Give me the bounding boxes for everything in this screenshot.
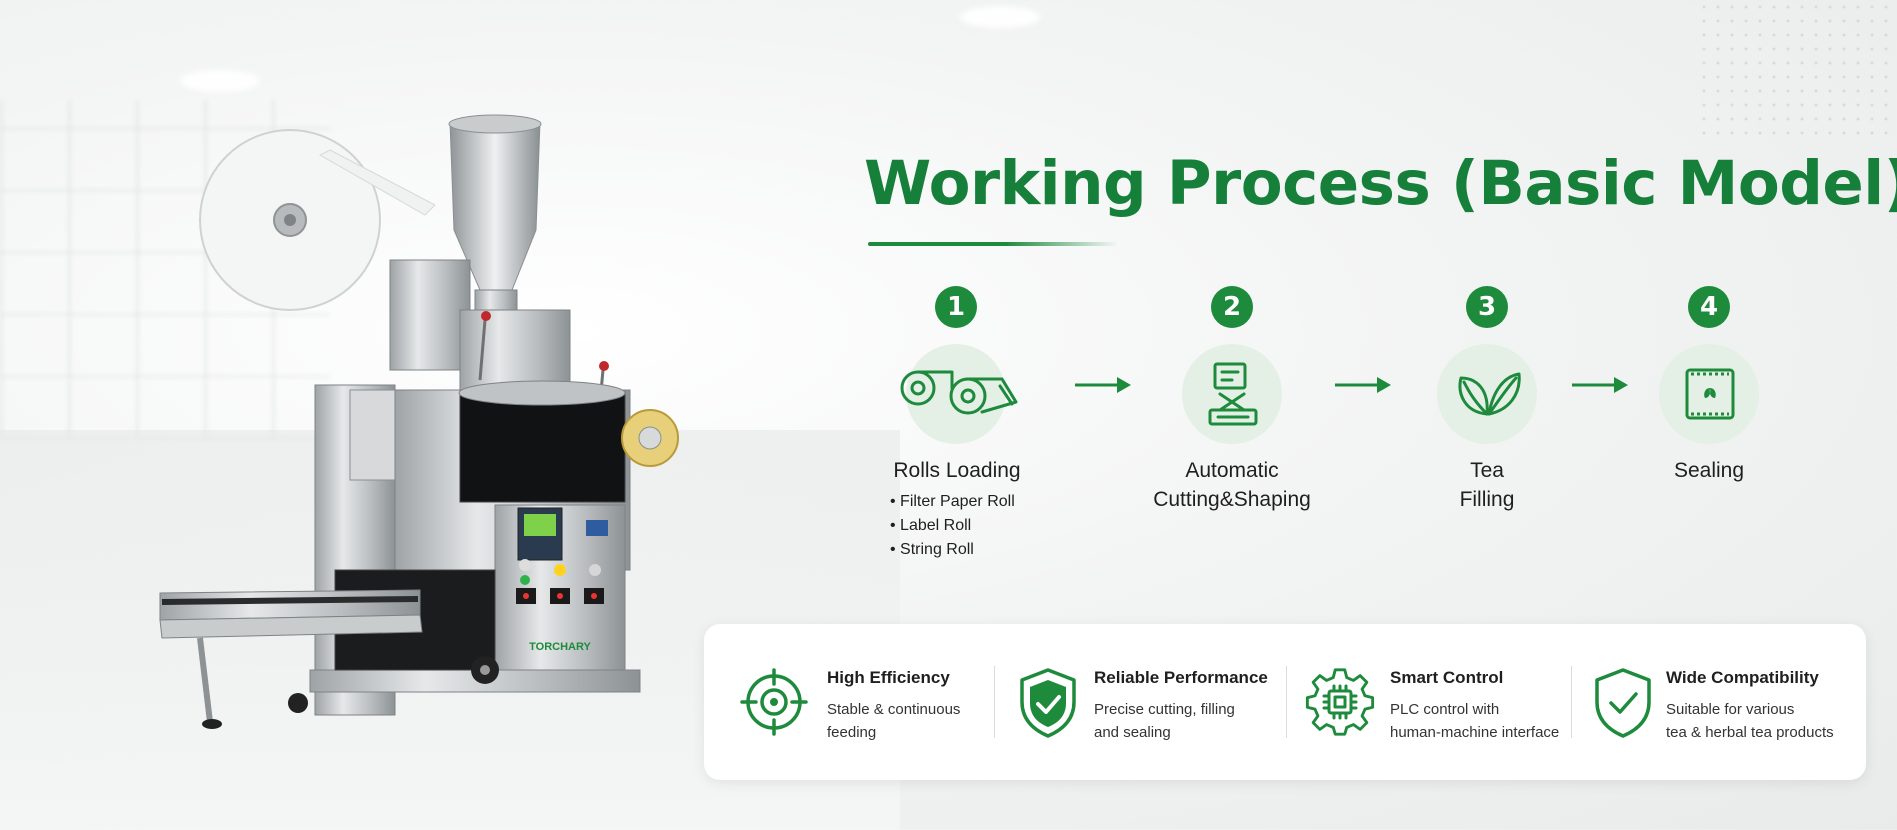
machine-brand-label: TORCHARY — [529, 641, 591, 653]
step-label-line: Tea — [1470, 459, 1504, 482]
cutting-machine-icon — [1208, 362, 1258, 426]
feature-description-line: PLC control with — [1390, 701, 1500, 718]
step-label: Automatic Cutting&Shaping — [1102, 456, 1362, 514]
feature-description-line: Suitable for various — [1666, 701, 1795, 718]
arrow-right-icon — [1335, 377, 1391, 393]
feature-smart-control: Smart Control PLC control with human-mac… — [1286, 624, 1571, 780]
step-icon-background — [1437, 344, 1537, 444]
feature-description-line: feeding — [827, 724, 877, 741]
dot-pattern — [1697, 0, 1897, 140]
feature-description-line: Precise cutting, filling — [1094, 701, 1235, 718]
ceiling-light — [960, 6, 1040, 28]
feature-description: Suitable for various tea & herbal tea pr… — [1666, 698, 1861, 744]
feature-description: Stable & continuous feeding — [827, 698, 1027, 744]
step-icon-background — [900, 344, 1018, 444]
sealed-bag-icon — [1685, 368, 1735, 420]
feature-description-line: and sealing — [1094, 724, 1171, 741]
feature-title: Wide Compatibility — [1666, 668, 1819, 687]
step-number-badge: 4 — [1688, 286, 1730, 328]
chip-gear-icon — [1305, 668, 1375, 736]
list-item: Label Roll — [890, 514, 1015, 538]
target-icon — [740, 668, 808, 736]
feature-description-line: Stable & continuous — [827, 701, 961, 718]
feature-title: Reliable Performance — [1094, 668, 1268, 687]
list-item: Filter Paper Roll — [890, 490, 1015, 514]
feature-description-line: human-machine interface — [1390, 724, 1560, 741]
roll-list: Filter Paper Roll Label Roll String Roll — [890, 490, 1015, 562]
feature-reliable-performance: Reliable Performance Precise cutting, fi… — [994, 624, 1286, 780]
step-label-line: Filling — [1459, 488, 1515, 511]
page-title: Working Process (Basic Model) — [864, 148, 1897, 219]
feature-description-line: tea & herbal tea products — [1666, 724, 1834, 741]
feature-high-efficiency: High Efficiency Stable & continuous feed… — [704, 624, 994, 780]
feature-divider — [994, 666, 995, 738]
step-icon-background — [1659, 344, 1759, 444]
step-label-line: Automatic — [1185, 459, 1279, 482]
step-label-line: Cutting&Shaping — [1153, 488, 1311, 511]
tea-bag-machine-image: TORCHARY — [159, 114, 679, 729]
step-label: Tea Filling — [1357, 456, 1617, 514]
feature-title: Smart Control — [1390, 668, 1504, 687]
ceiling-light — [180, 70, 260, 92]
feature-divider — [1571, 666, 1572, 738]
feature-description: Precise cutting, filling and sealing — [1094, 698, 1294, 744]
feature-description: PLC control with human-machine interface — [1390, 698, 1590, 744]
feature-wide-compatibility: Wide Compatibility Suitable for various … — [1571, 624, 1866, 780]
step-number-badge: 2 — [1211, 286, 1253, 328]
paper-rolls-icon — [900, 370, 1018, 415]
tea-leaf-icon — [1458, 372, 1521, 416]
list-item: String Roll — [890, 538, 1015, 562]
feature-title: High Efficiency — [827, 668, 950, 687]
feature-divider — [1286, 666, 1287, 738]
step-label: Sealing — [1673, 459, 1745, 482]
step-number-badge: 3 — [1466, 286, 1508, 328]
step-icon-background — [1182, 344, 1282, 444]
step-number-badge: 1 — [935, 286, 977, 328]
shield-check-icon — [1020, 668, 1076, 738]
title-underline — [868, 242, 1118, 246]
shield-tick-icon — [1595, 668, 1651, 738]
features-panel: High Efficiency Stable & continuous feed… — [704, 624, 1866, 780]
arrow-right-icon — [1572, 377, 1628, 393]
arrow-right-icon — [1075, 377, 1131, 393]
step-label: Rolls Loading — [893, 459, 1021, 482]
